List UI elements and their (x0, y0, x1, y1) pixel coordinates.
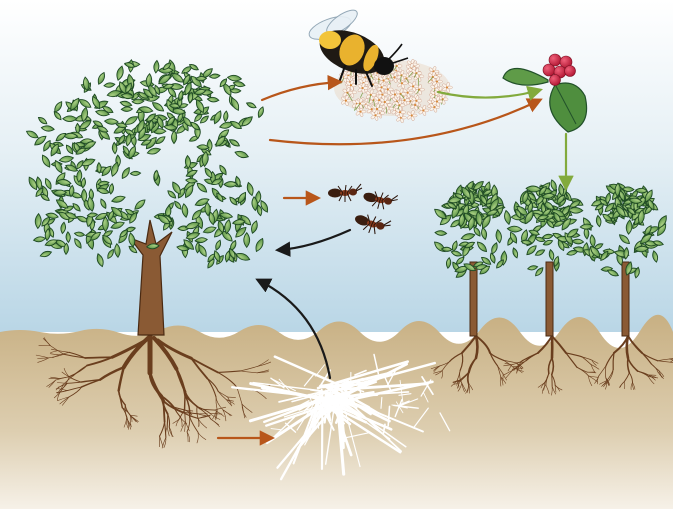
ecosystem-diagram (0, 0, 673, 509)
